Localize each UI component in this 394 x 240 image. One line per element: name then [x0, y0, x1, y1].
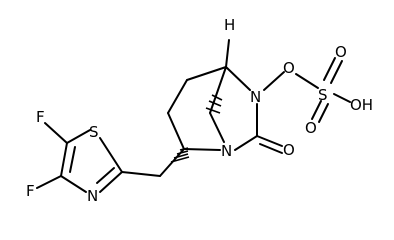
- bond-c7-o: [256, 135, 283, 147]
- chemical-structure-diagram: F F S N N N O O S O O OH H: [26, 16, 373, 205]
- bond-c4-n: [60, 175, 87, 193]
- bond-c2-ch2: [121, 171, 161, 177]
- bond-s-o-bottom-double: [318, 103, 329, 123]
- atom-n-bridge-lower: N: [221, 142, 232, 160]
- bond-n1-c2: [183, 148, 221, 151]
- structure-canvas: F F S N N N O O S O O OH H: [26, 16, 373, 205]
- bond-o-s: [295, 73, 319, 89]
- bond-c5-h: [225, 39, 230, 68]
- atom-f-upper: F: [36, 108, 45, 126]
- bond-c4-f: [36, 175, 62, 189]
- atom-n-thiazole: N: [87, 187, 98, 205]
- atom-s-thiazole: S: [89, 123, 99, 141]
- bond-n-c2-double: [96, 167, 115, 184]
- bond-c5-f: [44, 122, 68, 144]
- hashed-bond-c5: [205, 94, 223, 114]
- bond-c5-c4-double: [69, 146, 76, 173]
- bond-n-c2: [99, 171, 123, 193]
- bond-s-c5: [66, 129, 91, 144]
- bond-c4-c5: [186, 66, 227, 81]
- bond-n6-o: [263, 71, 285, 91]
- bond-c7-o-double: [259, 143, 283, 154]
- bond-n1-bridge: [209, 112, 225, 143]
- atom-oh: OH: [350, 96, 373, 114]
- bond-c2-s: [99, 137, 123, 173]
- bond-s-o-top: [323, 57, 336, 81]
- atom-o-sulfate-top: O: [335, 43, 347, 61]
- atom-o-sulfate-bottom: O: [305, 119, 317, 137]
- bond-c5-n6: [225, 66, 251, 91]
- bond-c3-c4: [167, 79, 188, 114]
- hashed-bond-c2: [170, 147, 190, 163]
- atom-n-bridge-upper: N: [250, 88, 261, 106]
- bond-s-oh: [333, 93, 351, 103]
- atom-s-sulfate: S: [318, 86, 328, 104]
- bond-s-o-bottom: [311, 100, 322, 120]
- bond-c7-n1: [234, 135, 258, 151]
- atom-h-bridgehead: H: [224, 16, 235, 34]
- atom-o-carbonyl: O: [283, 141, 295, 159]
- bond-c2-c3: [167, 112, 185, 150]
- bond-s-o-top-double: [330, 60, 343, 84]
- bond-bridge-c5: [209, 66, 227, 114]
- bond-c5-c4: [60, 142, 68, 177]
- atom-f-lower: F: [26, 182, 35, 200]
- atom-o-link: O: [283, 59, 295, 77]
